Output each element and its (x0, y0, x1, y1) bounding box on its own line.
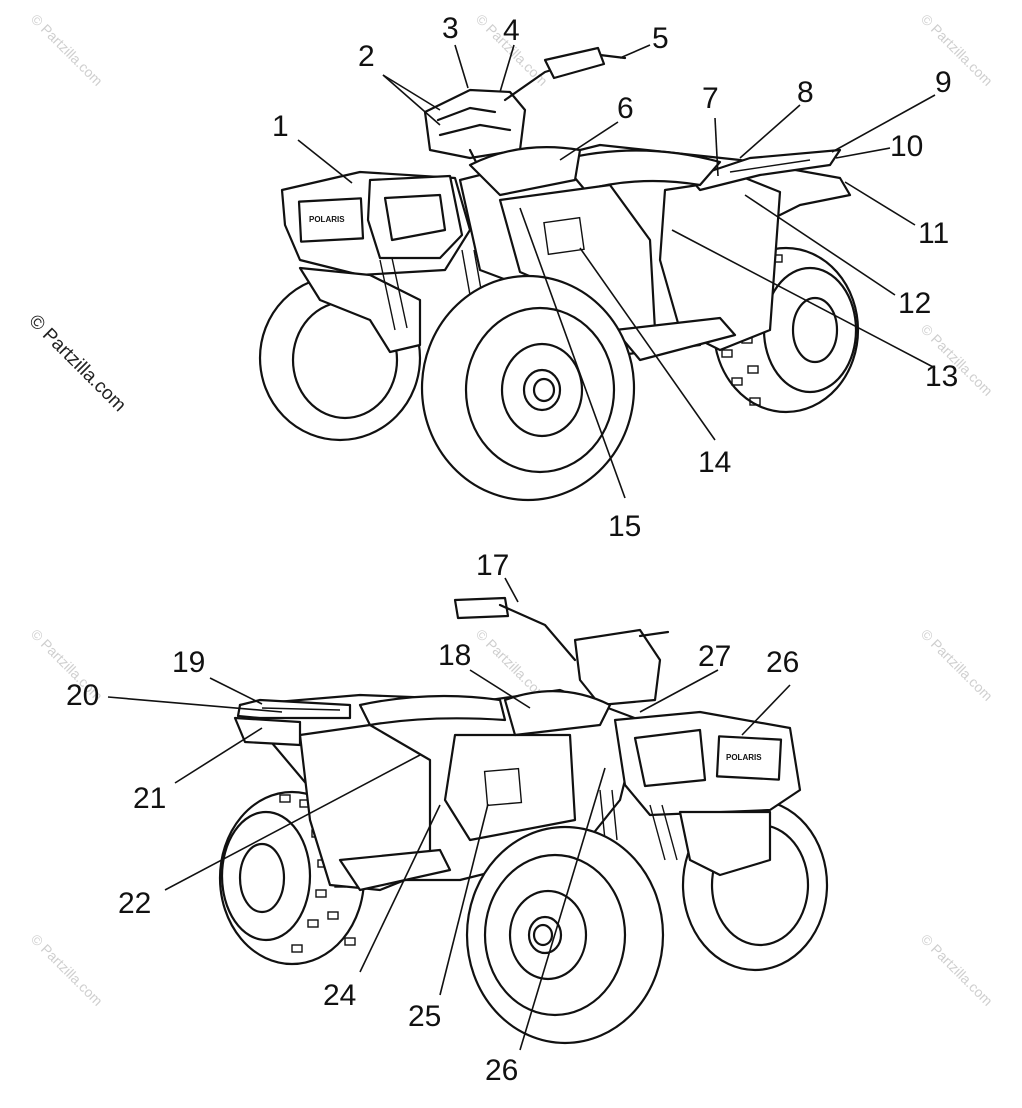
callout-15: 15 (608, 510, 641, 543)
callout-10: 10 (890, 130, 923, 163)
callout-1: 1 (272, 110, 289, 143)
watermark: © Partzilla.com (28, 11, 106, 89)
watermark: © Partzilla.com (918, 931, 996, 1009)
callout-27: 27 (698, 640, 731, 673)
leader-lines (107, 44, 936, 1051)
callouts-top: 1 2 3 4 5 6 7 8 9 10 11 12 13 14 15 (272, 12, 958, 543)
callout-14: 14 (698, 446, 731, 479)
callout-26-upper: 26 (766, 646, 799, 679)
callout-6: 6 (617, 92, 634, 125)
watermark: © Partzilla.com (918, 11, 996, 89)
decal-text: POLARIS (726, 753, 762, 762)
callout-8: 8 (797, 76, 814, 109)
copyright-label: © Partzilla.com (24, 311, 129, 416)
callout-20: 20 (66, 679, 99, 712)
callout-24: 24 (323, 979, 356, 1012)
watermark: © Partzilla.com (28, 931, 106, 1009)
callout-25: 25 (408, 1000, 441, 1033)
callout-26-lower: 26 (485, 1054, 518, 1087)
callout-11: 11 (918, 217, 949, 250)
callout-22: 22 (118, 887, 151, 920)
callout-17: 17 (476, 549, 509, 582)
watermark: © Partzilla.com (918, 626, 996, 704)
callout-2: 2 (358, 40, 375, 73)
decal-text: POLARIS (309, 215, 345, 224)
callout-3: 3 (442, 12, 459, 45)
front-near-wheel-top (420, 274, 636, 502)
callout-19: 19 (172, 646, 205, 679)
front-near-wheel-bottom (465, 825, 665, 1045)
callout-18: 18 (438, 639, 471, 672)
atv-top-illustration: POLARIS (258, 46, 860, 502)
callout-21: 21 (133, 782, 166, 815)
callout-13: 13 (925, 360, 958, 393)
callout-12: 12 (898, 287, 931, 320)
callout-7: 7 (702, 82, 719, 115)
callout-9: 9 (935, 66, 952, 99)
callouts-bottom: 17 18 19 20 21 22 24 25 26 27 26 (66, 549, 799, 1087)
callout-5: 5 (652, 22, 669, 55)
callout-4: 4 (503, 14, 520, 47)
atv-bottom-illustration: POLARIS (218, 596, 829, 1045)
